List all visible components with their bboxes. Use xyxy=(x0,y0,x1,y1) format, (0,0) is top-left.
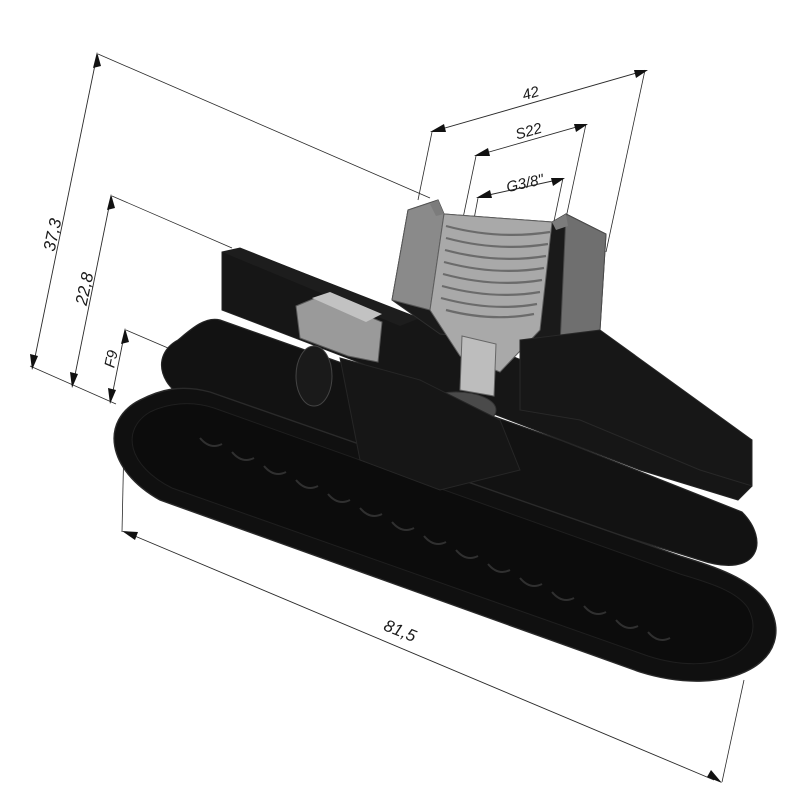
arrow-length-right xyxy=(707,770,722,783)
label-top-width: 42 xyxy=(520,83,541,104)
body-lower-block xyxy=(339,357,521,491)
ext-line-top xyxy=(97,53,431,199)
arrow-length-left xyxy=(122,531,138,540)
label-body-height: 22,8 xyxy=(72,270,98,308)
arrow-body-top xyxy=(107,194,115,210)
dimension-lines xyxy=(29,52,745,783)
section-cut-left-pocket-top xyxy=(312,292,382,322)
dim-line-length xyxy=(129,533,715,781)
arrow-thread-left xyxy=(476,190,492,198)
ext-line-s22-right xyxy=(565,123,587,219)
label-length: 81,5 xyxy=(381,616,419,646)
central-bore xyxy=(459,335,497,397)
ext-line-length-right xyxy=(721,679,745,783)
label-flange-height: F9 xyxy=(101,348,121,369)
suction-lip-inner xyxy=(131,403,754,665)
section-cut-bore-left xyxy=(295,345,333,407)
ext-line-42-left xyxy=(417,131,433,201)
arrow-overall-bottom xyxy=(30,354,38,370)
thread-teeth xyxy=(430,200,568,230)
arrow-s22-left xyxy=(474,148,490,156)
ext-line-42-right xyxy=(605,69,646,253)
ext-line-body-top xyxy=(111,195,233,249)
dim-line-flange-height xyxy=(111,335,125,397)
arrow-42-left xyxy=(430,124,446,132)
arrow-flange-bottom xyxy=(108,388,116,404)
body-top-face xyxy=(222,248,420,326)
suction-lip-ribs xyxy=(199,437,671,641)
arrow-thread-right xyxy=(551,178,565,186)
suction-cup-part xyxy=(113,199,777,682)
ext-line-flange-top xyxy=(125,329,169,349)
dim-line-thread xyxy=(483,179,558,197)
fitting-hex-right-face xyxy=(559,213,607,347)
ext-line-thread-right xyxy=(552,177,564,227)
label-wrench-size: S22 xyxy=(514,120,545,144)
arrow-42-right xyxy=(634,70,648,78)
dim-line-s22 xyxy=(481,125,581,155)
arrow-body-bottom xyxy=(70,372,78,388)
thread-grooves xyxy=(440,224,551,319)
dimension-labels: 37,3 22,8 F9 42 S22 G3/8" 81,5 xyxy=(40,83,546,646)
arrow-s22-right xyxy=(574,124,588,132)
dim-line-body-height xyxy=(73,201,111,381)
arrow-flange-top xyxy=(121,328,129,344)
label-thread: G3/8" xyxy=(505,171,546,196)
label-overall-height: 37,3 xyxy=(40,216,66,253)
dim-line-42 xyxy=(437,71,641,131)
arrow-overall-top xyxy=(93,52,101,68)
body-right-block xyxy=(519,329,753,487)
dim-line-overall-height xyxy=(33,59,97,363)
